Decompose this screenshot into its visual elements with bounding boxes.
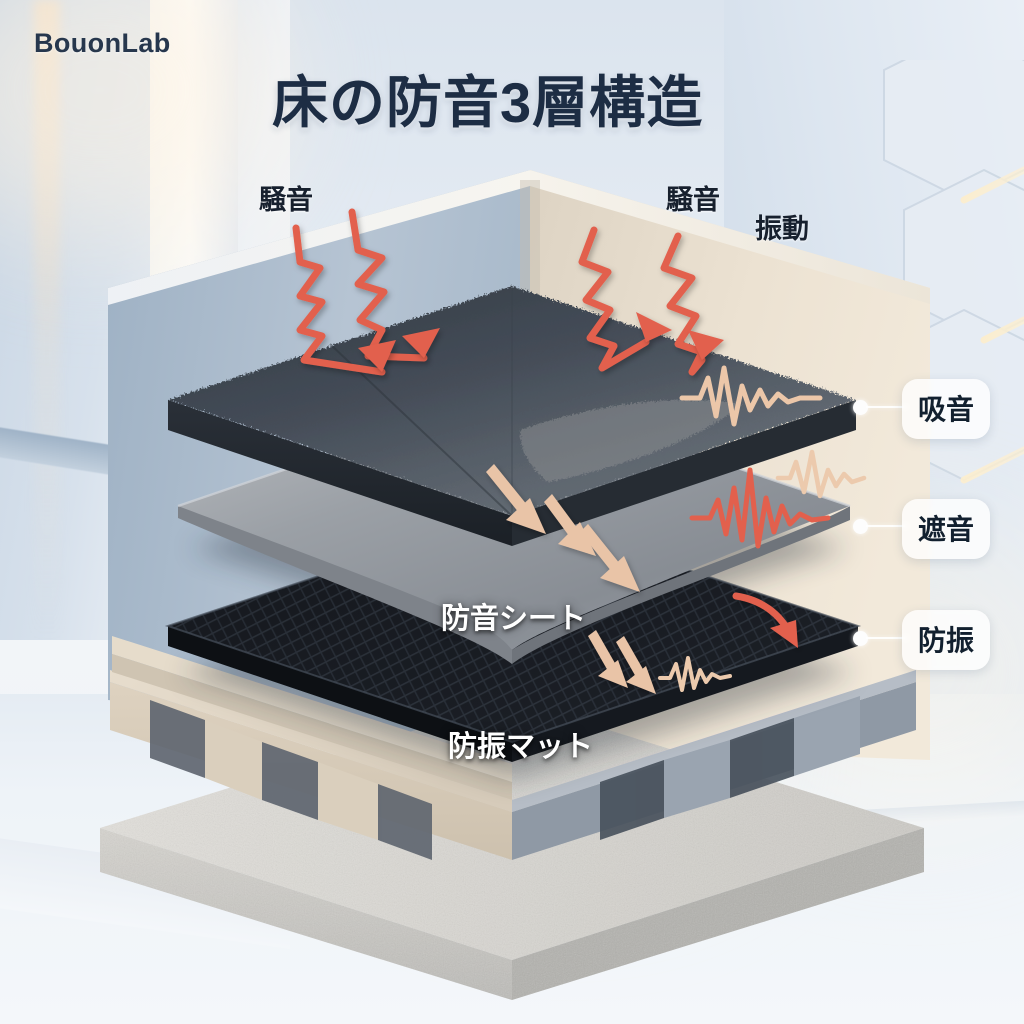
page-title: 床の防音3層構造 — [272, 71, 704, 134]
callout-insulation[interactable]: 遮音 — [902, 499, 991, 559]
vibration-transfer-arrow — [732, 592, 798, 648]
layer-label-soundproof-sheet: 防音シート — [441, 603, 587, 635]
transmitted-arrows — [486, 464, 640, 592]
callout-dot-absorption — [853, 400, 868, 415]
callout-line-absorption — [866, 406, 908, 408]
waveform-blocked — [689, 467, 831, 549]
callout-line-damping — [866, 637, 908, 639]
annotation-vibration: 振動 — [755, 214, 809, 244]
callout-absorption[interactable]: 吸音 — [902, 379, 991, 439]
callout-dot-damping — [853, 631, 868, 646]
annotation-noise-left: 騒音 — [259, 185, 313, 215]
damping-arrows — [588, 630, 656, 694]
annotation-noise-right: 騒音 — [666, 185, 720, 215]
layer-label-vibration-mat: 防振マット — [448, 731, 594, 763]
waveform-reduced — [775, 449, 867, 499]
noise-arrowheads — [358, 312, 724, 372]
waveform-absorbed — [679, 365, 823, 427]
callout-line-insulation — [866, 525, 908, 527]
waveform-damped — [658, 656, 732, 692]
brand-logo: BouonLab — [34, 28, 171, 58]
callout-dot-insulation — [853, 519, 868, 534]
callout-damping[interactable]: 防振 — [902, 610, 991, 670]
